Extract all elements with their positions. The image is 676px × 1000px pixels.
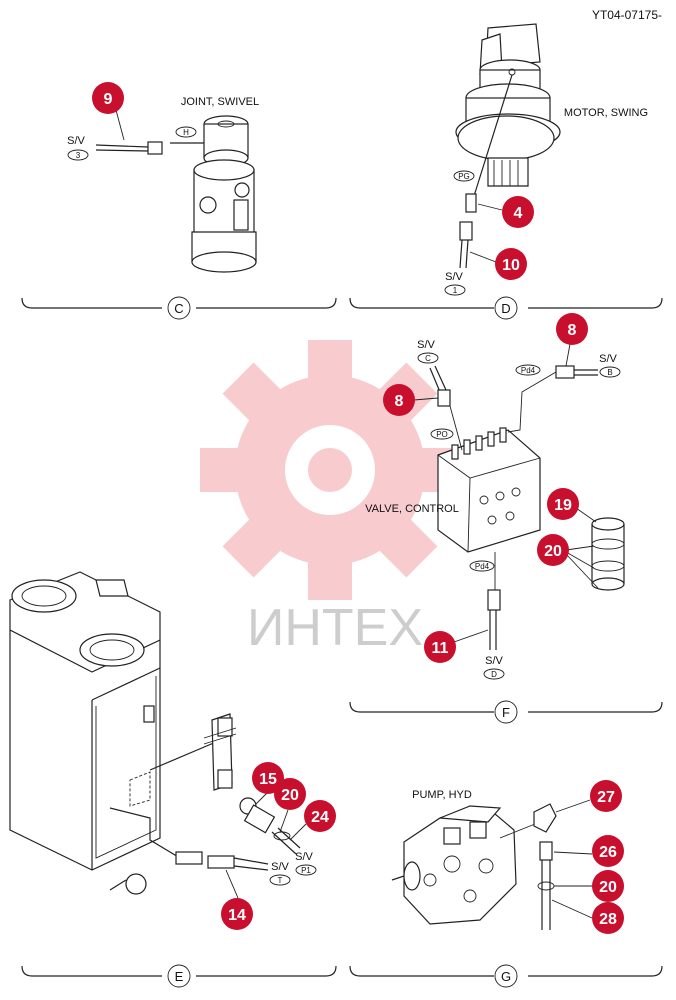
- pump-hyd-title: PUMP, HYD: [412, 789, 472, 801]
- svg-text:8: 8: [395, 393, 404, 410]
- drawing-code: YT04-07175-: [592, 8, 662, 22]
- sv-port-b-label: B: [607, 368, 612, 377]
- hose-s-v-1: [459, 193, 477, 269]
- callout-badge-10[interactable]: 10: [469, 248, 527, 280]
- motor-swing-title: MOTOR, SWING: [564, 107, 648, 119]
- svg-text:15: 15: [259, 771, 277, 788]
- svg-text:27: 27: [597, 789, 615, 806]
- svg-text:10: 10: [502, 257, 520, 274]
- port-pd4-top-label: Pd4: [521, 366, 536, 375]
- callout-badge-14[interactable]: 14: [221, 869, 253, 930]
- callout-badge-26[interactable]: 26: [553, 835, 624, 867]
- section-e: S/V T S/V P1 15 20 24 14 E: [9, 571, 337, 988]
- sleeve-part-19: [591, 517, 625, 591]
- sv-port-c-label: C: [425, 354, 431, 363]
- callout-badge-20-f[interactable]: 20: [537, 534, 599, 589]
- callout-badge-8-right[interactable]: 8: [556, 313, 588, 367]
- section-c: JOINT, SWIVEL S/V 3 H 9 C: [21, 82, 337, 320]
- section-f-letter: F: [502, 705, 510, 720]
- sv-port-t-label: T: [278, 876, 283, 885]
- sv-label-f-b: S/V: [599, 353, 617, 365]
- sv-label-c: S/V: [67, 135, 85, 147]
- sv-port-3-tag: [67, 149, 89, 161]
- port-pd4-bottom-label: Pd4: [475, 562, 490, 571]
- hose-s-v-3: [95, 141, 163, 155]
- svg-text:20: 20: [599, 879, 617, 896]
- watermark-text: ИНТЕХ: [247, 599, 423, 657]
- section-e-letter: E: [175, 969, 184, 984]
- sv-port-3-label: 3: [76, 151, 81, 160]
- section-g: PUMP, HYD 27 26 20 28 G: [349, 780, 663, 988]
- port-h-tag: [175, 126, 197, 138]
- sv-label-e-p1: S/V: [295, 851, 313, 863]
- svg-text:19: 19: [554, 497, 572, 514]
- callout-badge-11[interactable]: 11: [424, 629, 489, 663]
- sv-port-1-tag: [444, 284, 466, 296]
- sv-label-d-top: S/V: [445, 271, 463, 283]
- port-pg-tag: [453, 170, 475, 182]
- sv-port-p1-label: P1: [301, 866, 311, 875]
- callout-badge-4[interactable]: 4: [477, 196, 534, 228]
- callout-badge-15[interactable]: 15: [252, 762, 284, 805]
- hose-s-v-b: [507, 365, 598, 433]
- callout-badge-20-g[interactable]: 20: [554, 870, 624, 902]
- section-c-bracket: [21, 297, 337, 309]
- elbow-fitting-part-27: [533, 803, 557, 833]
- section-e-bracket: [21, 965, 337, 977]
- sv-port-1-label: 1: [453, 286, 458, 295]
- callout-badge-20-e[interactable]: 20: [274, 778, 306, 833]
- port-h-label: H: [183, 128, 189, 137]
- hose-s-v-t: [207, 855, 269, 871]
- watermark-gear-logo: [200, 340, 460, 600]
- hydraulic-pump-drawing: [391, 805, 541, 925]
- joint-swivel-title: JOINT, SWIVEL: [181, 96, 259, 108]
- control-valve-drawing: [437, 427, 541, 553]
- port-po-label: PO: [436, 430, 448, 439]
- section-d-letter: D: [501, 301, 510, 316]
- svg-text:26: 26: [599, 844, 617, 861]
- callout-badge-19[interactable]: 19: [547, 488, 597, 523]
- swivel-joint-drawing: [170, 115, 257, 273]
- hose-s-v-p1: [239, 797, 301, 855]
- section-f: VALVE, CONTROL S/V C S/V B S/V D PO Pd4 …: [349, 313, 663, 724]
- svg-text:9: 9: [104, 91, 113, 108]
- hydraulic-tank-drawing: [9, 571, 237, 895]
- sv-port-d-label: D: [491, 670, 497, 679]
- valve-control-title: VALVE, CONTROL: [365, 503, 459, 515]
- svg-text:24: 24: [311, 809, 329, 826]
- callout-badge-9[interactable]: 9: [92, 82, 125, 141]
- svg-text:20: 20: [544, 543, 562, 560]
- section-d: MOTOR, SWING PG S/V 1 4 10 D: [349, 23, 663, 320]
- section-f-bracket: [349, 701, 663, 713]
- sv-label-f-d: S/V: [485, 655, 503, 667]
- section-g-bracket: [349, 965, 663, 977]
- section-d-bracket: [349, 297, 663, 309]
- port-pg-label: PG: [458, 172, 470, 181]
- svg-text:4: 4: [514, 205, 523, 222]
- svg-text:8: 8: [568, 322, 577, 339]
- sv-label-e-t: S/V: [271, 861, 289, 873]
- sv-label-f-c: S/V: [417, 339, 435, 351]
- callout-badge-24[interactable]: 24: [289, 800, 336, 841]
- callout-badge-8-left[interactable]: 8: [383, 384, 439, 416]
- svg-text:28: 28: [599, 911, 617, 928]
- svg-text:20: 20: [281, 787, 299, 804]
- hose-s-v-d: [487, 552, 501, 650]
- svg-text:14: 14: [228, 907, 246, 924]
- section-g-letter: G: [501, 969, 511, 984]
- callout-badge-28[interactable]: 28: [551, 899, 624, 934]
- hose-part-28: [537, 841, 555, 930]
- swing-motor-drawing: [455, 23, 561, 187]
- hose-s-v-c: [429, 365, 463, 451]
- svg-text:11: 11: [432, 640, 449, 657]
- callout-badge-27[interactable]: 27: [555, 780, 622, 813]
- section-c-letter: C: [174, 301, 183, 316]
